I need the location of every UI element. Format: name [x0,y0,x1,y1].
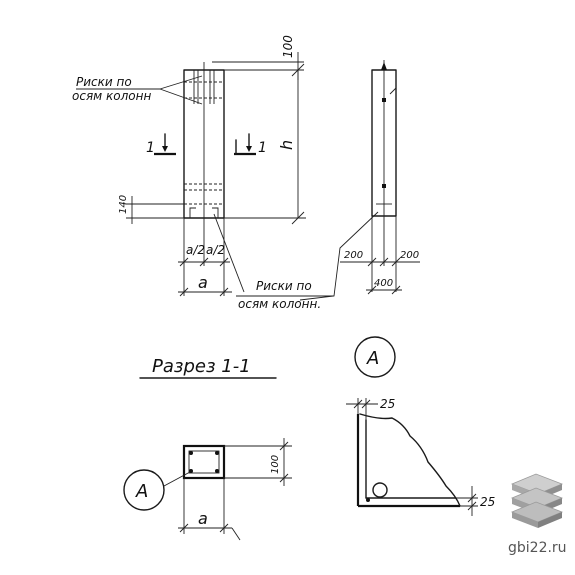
section-1-left-label: 1 [146,140,155,156]
dim-25-right-label: 25 [480,495,495,509]
marks-bottom-line2: осям колонн. [238,297,321,311]
marks-annotation-top: Риски по осям колонн [72,75,203,105]
dim-100: 100 [212,35,304,80]
dim-a-top: a [178,273,232,297]
section-1-1: Разрез 1-1 100 a А [123,356,292,541]
dim-100-section-label: 100 [270,455,281,474]
front-view: 1 1 Риски по осям колонн 100 [72,35,306,297]
section-mark-left: 1 [146,133,176,156]
dim-100-label: 100 [281,35,295,58]
dim-400-label: 400 [374,278,393,289]
dim-200-left-label: 200 [344,250,363,261]
node-a-marker-top [354,336,396,378]
marks-leader-side [299,211,379,301]
node-a-marker-left [123,469,165,511]
dim-a-bottom-label: a [198,509,208,528]
marks-top-line1: Риски по [76,75,132,89]
marks-annotation-bottom: Риски по осям колонн. [236,279,334,311]
side-view: 200 200 400 [299,60,420,301]
dim-140: 140 [118,195,184,224]
section-title: Разрез 1-1 [152,356,251,377]
cross-section-outline [182,444,226,480]
section-1-right-label: 1 [258,140,267,156]
dim-25-top-label: 25 [380,397,395,411]
marks-top-line2: осям колонн [72,89,151,103]
node-a-label-top: А [366,348,379,369]
rebar-circle [372,482,388,498]
dim-half-a: a/2 a/2 [178,218,230,296]
bottom-notch [212,207,219,218]
dim-h: h [224,63,306,225]
node-a-detail: А 25 25 [346,336,495,516]
section-mark-right: 1 [234,133,267,156]
node-a-label-left: А [135,481,148,502]
dim-140-label: 140 [118,195,129,214]
dim-200-right-label: 200 [400,250,419,261]
marks-bottom-line1: Риски по [256,279,312,293]
break-line [359,413,461,507]
stacked-slabs-icon [510,473,564,528]
dim-a-top-label: a [198,273,208,292]
reinforcement-frame [188,450,220,474]
bottom-notch [189,207,196,218]
dim-half-a-right-label: a/2 [206,243,225,257]
marks-leader [213,213,245,293]
dim-half-a-left-label: a/2 [186,243,205,257]
watermark-text: gbi22.ru [508,540,567,556]
watermark: gbi22.ru [508,473,567,556]
dim-h-label: h [277,140,296,150]
